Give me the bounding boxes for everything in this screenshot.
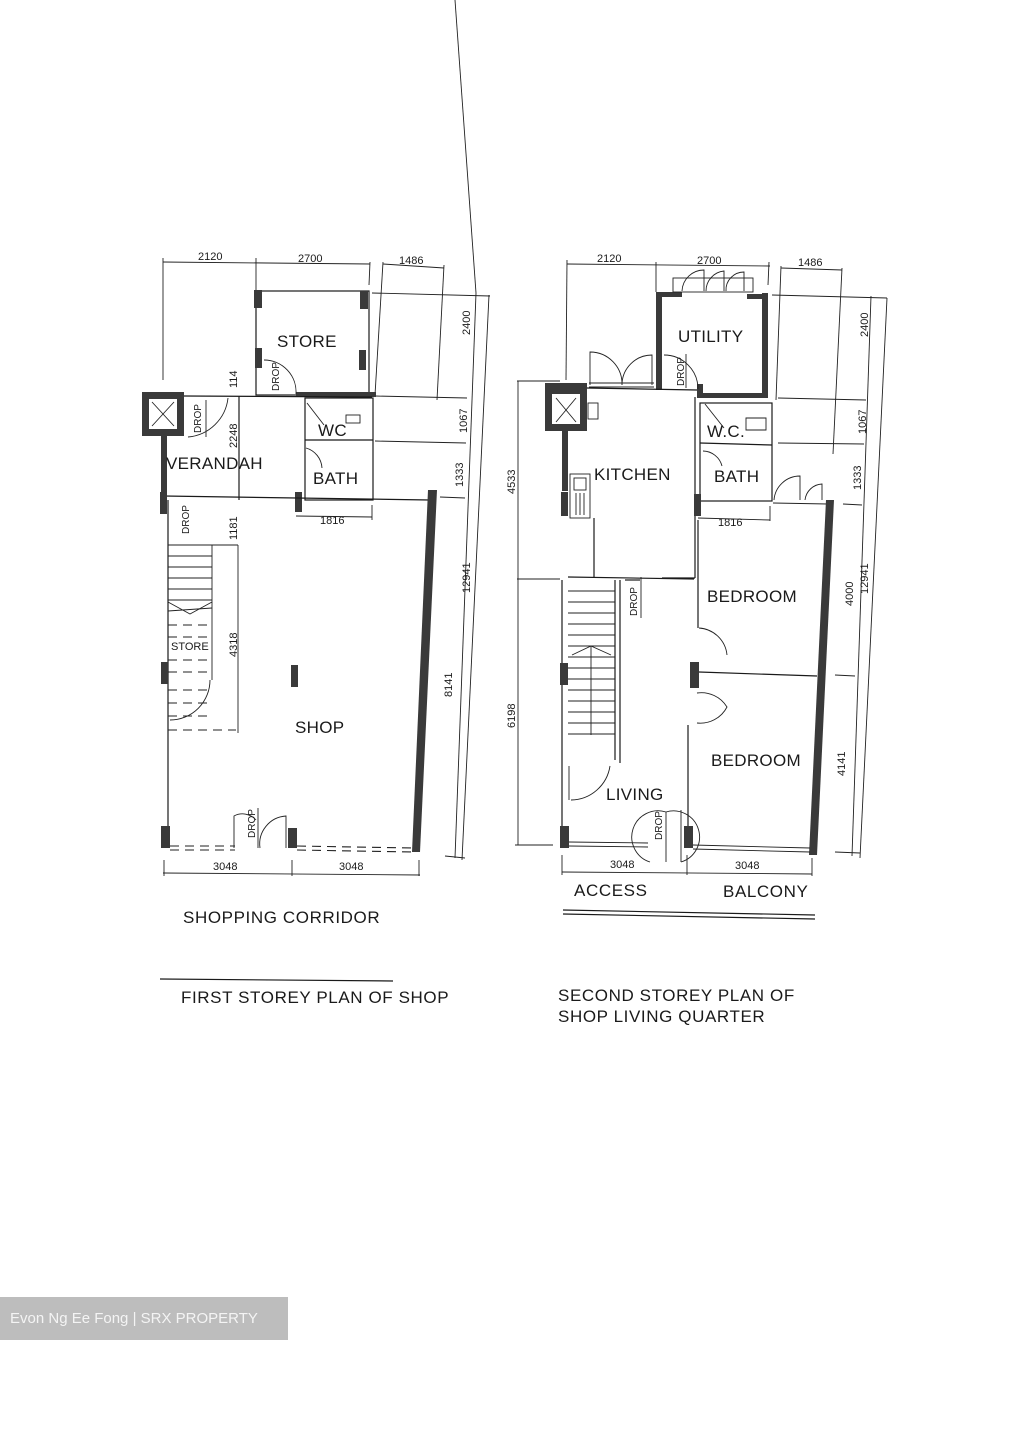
stair-treads: [167, 555, 213, 612]
dim-top-3: 1486: [399, 255, 423, 267]
dim-right-total: 12941: [461, 562, 473, 593]
label-drop-store: DROP: [271, 362, 282, 391]
label-balcony: BALCONY: [723, 882, 808, 901]
dim-top-2: 2700: [298, 253, 322, 265]
label-bath-2: BATH: [714, 467, 759, 486]
label-bedroom-1: BEDROOM: [707, 587, 797, 606]
balcony-edge-line-2: [562, 913, 816, 920]
label-drop-stair-2: DROP: [629, 587, 640, 616]
label-living: LIVING: [606, 785, 664, 804]
top-dimension-chain-2: 2120 2700 1486: [565, 253, 843, 455]
bottom-dimension-chain-2: 3048 3048: [561, 855, 813, 876]
room-verandah: VERANDAH DROP 114 2248: [166, 370, 373, 500]
dim-right-2: 1067: [458, 409, 470, 433]
right-dimension-chain-2: 2400 1067 1333 4000 12941 4141: [771, 294, 888, 859]
caption-underline: [159, 978, 394, 982]
label-wc: WC: [318, 421, 347, 440]
room-wc-bath-2: W.C. BATH 1816: [694, 402, 829, 529]
room-kitchen: KITCHEN: [561, 387, 698, 580]
label-drop-stair: DROP: [181, 505, 192, 534]
dim-right-4-2: 4000: [844, 582, 856, 606]
dim-top-3-2: 1486: [798, 257, 822, 269]
service-door: [589, 351, 654, 388]
room-wc-bath: WC BATH 1816: [295, 397, 374, 527]
label-kitchen: KITCHEN: [594, 465, 671, 484]
dim-right-2-2: 1067: [857, 410, 869, 434]
dim-2248: 2248: [228, 424, 240, 448]
dim-right-1: 2400: [461, 311, 473, 335]
dim-right-1-2: 2400: [859, 313, 871, 337]
dim-bottom-2-2: 3048: [735, 860, 759, 872]
label-drop-shop: DROP: [247, 809, 258, 838]
room-living: DROP DROP LIVING: [560, 577, 811, 863]
dim-right-total-2: 12941: [859, 563, 871, 594]
bottom-dimension-chain: 3048 3048: [162, 860, 421, 876]
dim-top-1: 2120: [198, 251, 222, 263]
caption-second-storey-1: SECOND STOREY PLAN OF: [558, 986, 795, 1005]
room-bedrooms: BEDROOM BEDROOM: [687, 500, 834, 855]
dim-1816: 1816: [320, 515, 344, 527]
shaft: [142, 392, 184, 499]
dim-1816-2: 1816: [718, 517, 742, 529]
right-dimension-chain: 2400 1067 1333 12941 8141: [371, 0, 491, 861]
dim-left-1-2: 4533: [506, 470, 518, 494]
dim-top-2-2: 2700: [697, 255, 721, 267]
stair-treads-2: [568, 590, 615, 735]
stair-store: STORE DROP 1181 4318: [161, 505, 240, 733]
dim-right-3-2: 1333: [852, 466, 864, 490]
label-utility: UTILITY: [678, 327, 743, 346]
label-shop: SHOP: [295, 718, 344, 737]
dim-bottom-1: 3048: [213, 861, 237, 873]
label-store-under-stair: STORE: [171, 641, 209, 653]
dim-right-4: 8141: [443, 673, 455, 697]
dim-bottom-1-2: 3048: [610, 859, 634, 871]
label-drop-living: DROP: [654, 811, 665, 840]
label-bedroom-2: BEDROOM: [711, 751, 801, 770]
dim-bottom-2: 3048: [339, 861, 363, 873]
dim-4318: 4318: [228, 633, 240, 657]
left-dimension-chain-2: 4533 6198: [506, 380, 560, 846]
room-store: STORE DROP: [254, 290, 376, 397]
dim-right-5-2: 4141: [836, 752, 848, 776]
label-bath: BATH: [313, 469, 358, 488]
label-store: STORE: [277, 332, 337, 351]
label-access: ACCESS: [574, 881, 648, 900]
room-shop: DROP SHOP: [160, 490, 437, 853]
sink-grate: [575, 493, 585, 515]
caption-first-storey: FIRST STOREY PLAN OF SHOP: [181, 988, 449, 1007]
label-verandah: VERANDAH: [166, 454, 263, 473]
dim-top-1-2: 2120: [597, 253, 621, 265]
dim-right-3: 1333: [454, 463, 466, 487]
first-storey-plan: 2120 2700 1486 2400 1067 1333 12941 8141: [142, 0, 491, 1007]
label-shopping-corridor: SHOPPING CORRIDOR: [183, 908, 380, 927]
balcony-edge-line-1: [562, 909, 816, 916]
top-dimension-chain: 2120 2700 1486: [162, 251, 445, 401]
label-drop-utility: DROP: [676, 357, 687, 386]
dim-left-2-2: 6198: [506, 704, 518, 728]
watermark: Evon Ng Ee Fong | SRX PROPERTY: [0, 1297, 288, 1340]
shaft-2: [545, 383, 599, 491]
room-utility: UTILITY DROP: [656, 269, 768, 398]
caption-second-storey-2: SHOP LIVING QUARTER: [558, 1007, 765, 1026]
second-storey-plan: 2120 2700 1486 2400 1067 1333 4000 12941…: [506, 253, 888, 1026]
dim-1181: 1181: [228, 516, 240, 540]
dim-114: 114: [228, 370, 240, 388]
label-drop-verandah: DROP: [193, 404, 204, 433]
label-wc-2: W.C.: [707, 422, 745, 441]
